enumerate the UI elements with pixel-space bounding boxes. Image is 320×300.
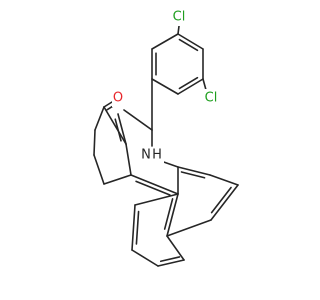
bond-naph-9 xyxy=(157,259,185,267)
bond-aryl-6 xyxy=(151,33,179,50)
bond-c4-c4a xyxy=(117,113,127,145)
atom-cl-top: Cl xyxy=(170,8,188,26)
bond-c1-c12b xyxy=(103,174,132,185)
bond-aryl-1 xyxy=(177,33,204,50)
bond-naph-5-inner xyxy=(163,198,174,230)
bond-naph-4 xyxy=(166,219,212,237)
atom-label-oxygen: O xyxy=(113,91,123,106)
atom-nitrogen: N H xyxy=(140,147,164,163)
molecule-structure-diagram: Cl Cl O N H xyxy=(93,8,239,267)
bond-naph-1 xyxy=(177,166,211,176)
bond-naph-10 xyxy=(166,235,185,261)
bond-cl-top xyxy=(177,25,180,35)
bond-naph-5 xyxy=(166,193,179,237)
bond-c4a-c12b xyxy=(125,143,132,176)
bond-naph-9-inner xyxy=(159,256,181,263)
bond-naph-7 xyxy=(131,204,136,251)
bond-naph-2 xyxy=(209,174,239,186)
atom-label-nitrogen: N xyxy=(141,148,151,163)
bond-lines xyxy=(93,25,239,267)
bond-c4-c3 xyxy=(94,106,105,131)
bond-c2-c1 xyxy=(93,154,105,185)
bond-c-o xyxy=(103,101,113,108)
atom-label-nh-hydrogen: H xyxy=(152,148,162,163)
bond-c12b-c12a-inner xyxy=(135,180,171,196)
bond-cl-ortho xyxy=(202,78,207,91)
atom-label-cl-ortho: Cl xyxy=(205,91,218,106)
bond-naph-7-inner xyxy=(135,210,140,245)
bond-aryl-3-inner xyxy=(178,76,199,90)
atom-oxygen: O xyxy=(112,89,124,107)
bond-naph-1-inner xyxy=(180,171,206,179)
bond-aryl-1-inner xyxy=(178,38,199,52)
atom-label-cl-top: Cl xyxy=(173,10,186,25)
bond-aryl-4 xyxy=(151,78,179,95)
bond-c5-c4 xyxy=(123,109,153,131)
bond-naph-3-inner xyxy=(210,186,232,214)
bond-c3-c2 xyxy=(93,129,96,156)
bond-c12b-c12a xyxy=(130,174,179,195)
bond-naph-6 xyxy=(134,193,179,206)
bond-c4-c4a-2 xyxy=(103,106,127,145)
bond-naph-8 xyxy=(131,249,159,267)
bond-naph-3 xyxy=(210,184,239,221)
bond-aryl-3 xyxy=(177,78,204,95)
atom-cl-ortho: Cl xyxy=(202,89,220,107)
